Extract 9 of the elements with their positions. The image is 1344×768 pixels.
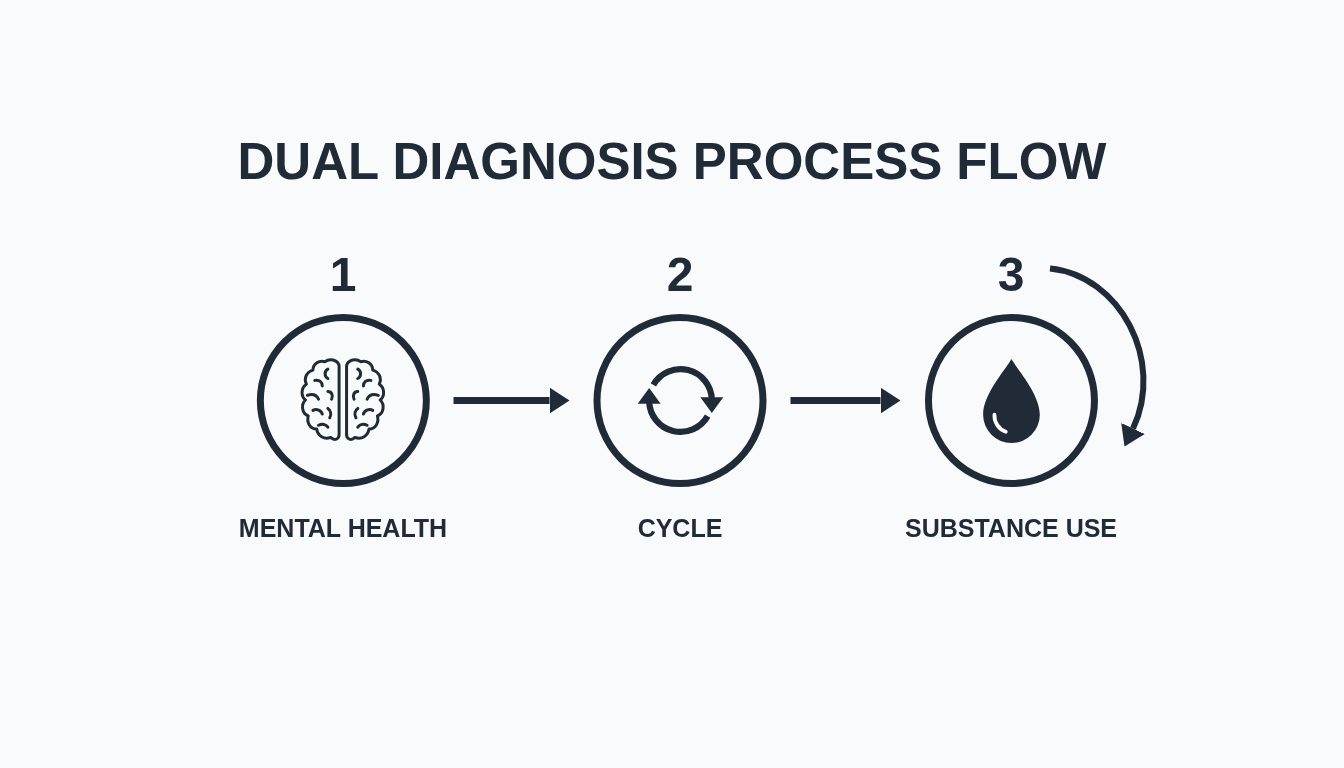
step-label: SUBSTANCE USE — [904, 516, 1118, 541]
arrow — [790, 387, 901, 414]
step-label: MENTAL HEALTH — [238, 516, 448, 541]
curved-arrow — [1049, 265, 1147, 448]
step-number: 2 — [666, 251, 694, 299]
step-number: 1 — [329, 251, 357, 299]
step-label: CYCLE — [637, 516, 723, 541]
step-number: 3 — [997, 251, 1025, 299]
title: DUAL DIAGNOSIS PROCESS FLOW — [237, 136, 1107, 187]
